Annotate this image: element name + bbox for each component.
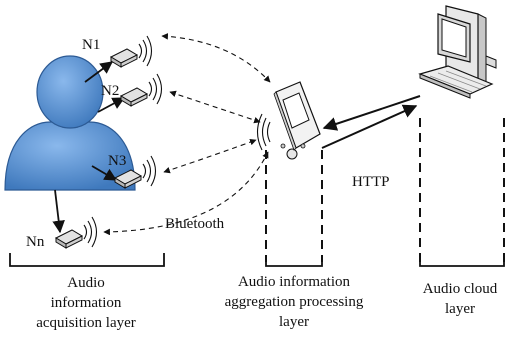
node-label-nn: Nn xyxy=(26,234,45,250)
aggregation-label-line-1: Audio information xyxy=(238,274,351,290)
cloud-label-line-1: Audio cloud xyxy=(423,281,498,297)
node-label-n1: N1 xyxy=(82,37,100,53)
aggregation-label-line-2: aggregation processing xyxy=(225,294,364,310)
handheld-device-icon xyxy=(273,81,321,160)
node-label-n3: N3 xyxy=(108,153,126,169)
bluetooth-label: Bluetooth xyxy=(165,216,225,232)
sensor-node-nn xyxy=(54,229,84,249)
cloud-layer-label: Audio cloud layer xyxy=(423,281,498,317)
aggregation-layer-label: Audio information aggregation processing… xyxy=(225,274,364,330)
layer-brackets xyxy=(9,253,505,267)
cloud-label-line-2: layer xyxy=(445,301,475,317)
acquisition-label-line-3: acquisition layer xyxy=(36,315,136,331)
layer-divider-lines xyxy=(265,118,505,262)
http-links xyxy=(321,95,421,149)
acquisition-label-line-2: information xyxy=(51,295,122,311)
acquisition-label-line-1: Audio xyxy=(67,275,105,291)
node-label-n2: N2 xyxy=(101,83,119,99)
http-label: HTTP xyxy=(352,174,390,190)
bluetooth-links xyxy=(103,33,271,236)
computer-icon xyxy=(418,5,497,99)
aggregation-label-line-3: layer xyxy=(279,314,309,330)
sensor-node-n1 xyxy=(109,48,139,68)
user-person-icon xyxy=(4,55,136,191)
acquisition-layer-label: Audio information acquisition layer xyxy=(36,275,136,331)
sensor-node-n2 xyxy=(119,87,149,107)
